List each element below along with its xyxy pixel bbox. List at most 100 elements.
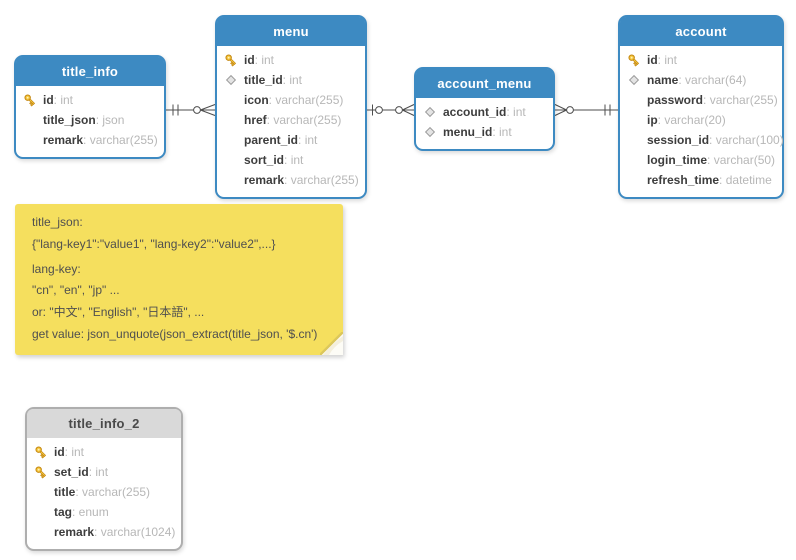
relationship-menu-account_menu[interactable] (367, 102, 415, 118)
note-line: title_json: (32, 215, 83, 229)
table-title_info_2[interactable]: title_info_2 idint set_idint titlevarcha… (25, 407, 183, 551)
field-type: int (89, 465, 108, 479)
field-name: icon (244, 93, 269, 107)
field-name: refresh_time (647, 173, 720, 187)
field-name: title (54, 485, 76, 499)
field-row[interactable]: idint (16, 90, 164, 110)
field-name: title_json (43, 113, 96, 127)
field-type: varchar(64) (678, 73, 746, 87)
field-name: parent_id (244, 133, 299, 147)
note-fold-corner-icon (320, 332, 343, 355)
field-name: menu_id (443, 125, 493, 139)
field-row[interactable]: idint (217, 50, 365, 70)
fk-diamond-icon (629, 75, 639, 85)
field-row[interactable]: remarkvarchar(255) (16, 130, 164, 150)
field-row[interactable]: remarkvarchar(255) (217, 170, 365, 190)
sticky-note[interactable]: title_json: {"lang-key1":"value1", "lang… (15, 204, 343, 355)
relationship-title_info-menu[interactable] (166, 102, 216, 118)
field-row[interactable]: passwordvarchar(255) (620, 90, 782, 110)
field-name: account_id (443, 105, 507, 119)
field-type: enum (72, 505, 109, 519)
field-type: varchar(255) (269, 93, 344, 107)
field-type: int (284, 153, 303, 167)
field-row[interactable]: hrefvarchar(255) (217, 110, 365, 130)
field-name: sort_id (244, 153, 285, 167)
field-name: password (647, 93, 704, 107)
note-line: or: "中文", "English", "日本語", ... (32, 305, 205, 319)
field-name: session_id (647, 133, 710, 147)
field-type: varchar(50) (707, 153, 775, 167)
field-row[interactable]: remarkvarchar(1024) (27, 522, 181, 542)
field-type: datetime (719, 173, 772, 187)
field-row[interactable]: menu_idint (416, 122, 553, 142)
field-row[interactable]: idint (27, 442, 181, 462)
table-title[interactable]: account_menu (416, 69, 553, 98)
field-name: login_time (647, 153, 708, 167)
note-line: lang-key: (32, 262, 81, 276)
field-row[interactable]: sort_idint (217, 150, 365, 170)
table-title[interactable]: title_info (16, 57, 164, 86)
field-type: int (506, 105, 525, 119)
field-type: varchar(255) (83, 133, 158, 147)
primary-key-icon (34, 445, 48, 459)
note-line: "cn", "en", "jp" ... (32, 283, 120, 297)
table-account[interactable]: account idint namevarchar(64) passwordva… (618, 15, 784, 199)
field-type: varchar(255) (75, 485, 150, 499)
field-type: int (492, 125, 511, 139)
field-row[interactable]: parent_idint (217, 130, 365, 150)
field-type: int (658, 53, 677, 67)
note-line: {"lang-key1":"value1", "lang-key2":"valu… (32, 237, 276, 251)
field-row[interactable]: idint (620, 50, 782, 70)
field-row[interactable]: iconvarchar(255) (217, 90, 365, 110)
field-row[interactable]: set_idint (27, 462, 181, 482)
fk-diamond-icon (425, 107, 435, 117)
field-name: name (647, 73, 679, 87)
field-type: varchar(255) (703, 93, 778, 107)
fk-diamond-icon (425, 127, 435, 137)
field-row[interactable]: refresh_timedatetime (620, 170, 782, 190)
field-row[interactable]: namevarchar(64) (620, 70, 782, 90)
relationship-account_menu-account[interactable] (554, 102, 618, 118)
table-title_info[interactable]: title_info idint title_jsonjson remarkva… (14, 55, 166, 159)
field-name: remark (244, 173, 285, 187)
field-name: id (244, 53, 255, 67)
primary-key-icon (23, 93, 37, 107)
table-title[interactable]: menu (217, 17, 365, 46)
field-type: varchar(255) (284, 173, 359, 187)
field-name: remark (43, 133, 84, 147)
field-type: int (283, 73, 302, 87)
field-name: id (647, 53, 658, 67)
field-name: id (54, 445, 65, 459)
primary-key-icon (627, 53, 641, 67)
field-row[interactable]: titlevarchar(255) (27, 482, 181, 502)
field-name: href (244, 113, 267, 127)
field-name: set_id (54, 465, 89, 479)
primary-key-icon (224, 53, 238, 67)
field-name: tag (54, 505, 72, 519)
field-row[interactable]: title_idint (217, 70, 365, 90)
field-name: id (43, 93, 54, 107)
field-row[interactable]: title_jsonjson (16, 110, 164, 130)
field-row[interactable]: tagenum (27, 502, 181, 522)
table-title[interactable]: account (620, 17, 782, 46)
table-title[interactable]: title_info_2 (27, 409, 181, 438)
field-type: varchar(20) (658, 113, 726, 127)
field-type: varchar(1024) (94, 525, 175, 539)
field-type: json (96, 113, 125, 127)
table-account_menu[interactable]: account_menu account_idint menu_idint (414, 67, 555, 151)
field-row[interactable]: session_idvarchar(100) (620, 130, 784, 150)
field-type: varchar(100) (709, 133, 784, 147)
field-row[interactable]: ipvarchar(20) (620, 110, 782, 130)
field-type: int (255, 53, 274, 67)
primary-key-icon (34, 465, 48, 479)
field-name: ip (647, 113, 658, 127)
field-type: int (54, 93, 73, 107)
field-type: int (65, 445, 84, 459)
fk-diamond-icon (226, 75, 236, 85)
field-type: varchar(255) (267, 113, 342, 127)
note-line: get value: json_unquote(json_extract(tit… (32, 327, 318, 341)
table-menu[interactable]: menu idint title_idint iconvarchar(255) … (215, 15, 367, 199)
field-row[interactable]: account_idint (416, 102, 553, 122)
field-row[interactable]: login_timevarchar(50) (620, 150, 782, 170)
